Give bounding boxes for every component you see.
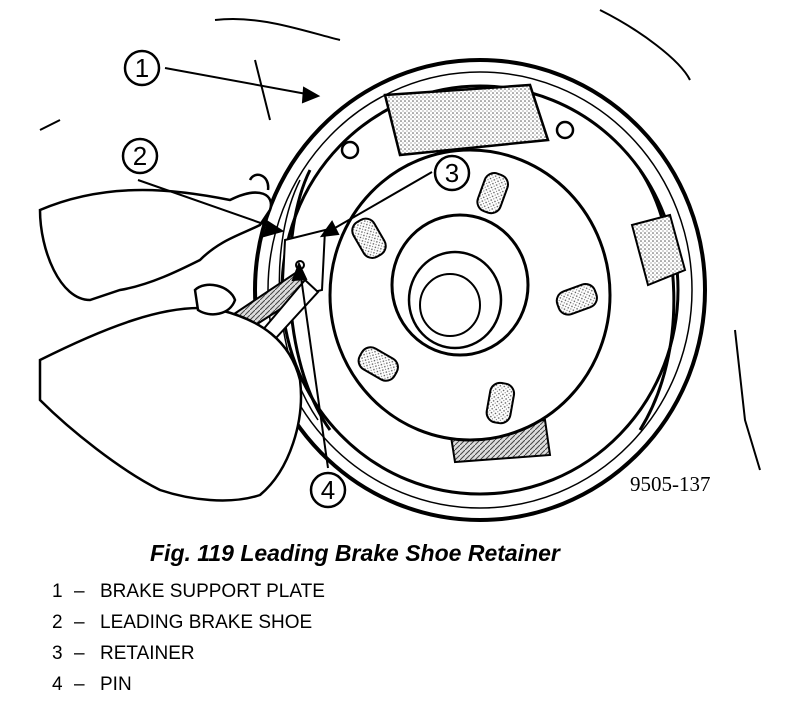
wheel-cylinder <box>340 83 575 160</box>
technician-hands <box>38 173 303 502</box>
legend-dash: – <box>74 643 85 664</box>
legend-number: 3 <box>52 643 63 664</box>
leader-lines <box>137 67 433 469</box>
legend-dash: – <box>74 674 85 695</box>
legend-dash: – <box>74 612 85 633</box>
legend-label: RETAINER <box>100 643 195 664</box>
svg-text:1: 1 <box>135 53 149 83</box>
brake-assembly-illustration: 1 2 3 4 9505-137 <box>38 9 761 522</box>
legend-label: LEADING BRAKE SHOE <box>100 612 313 633</box>
svg-text:3: 3 <box>445 158 459 188</box>
part-code: 9505-137 <box>630 472 711 496</box>
callout-4: 4 <box>309 471 347 509</box>
legend-label: BRAKE SUPPORT PLATE <box>100 581 325 602</box>
legend-label: PIN <box>100 674 132 695</box>
vehicle-body-outline <box>39 9 761 471</box>
hub <box>328 148 612 442</box>
callout-2: 2 <box>121 137 159 175</box>
legend-dash: – <box>74 581 85 602</box>
svg-text:4: 4 <box>321 475 335 505</box>
figure-caption: Fig. 119 Leading Brake Shoe Retainer <box>150 540 560 566</box>
legend-item: 1–BRAKE SUPPORT PLATE <box>52 580 325 611</box>
svg-text:2: 2 <box>133 141 147 171</box>
legend-number: 4 <box>52 674 63 695</box>
legend-number: 1 <box>52 581 63 602</box>
callout-3: 3 <box>433 154 471 192</box>
legend-item: 4–PIN <box>52 673 325 704</box>
callout-1: 1 <box>123 49 161 87</box>
legend: 1–BRAKE SUPPORT PLATE 2–LEADING BRAKE SH… <box>52 580 325 704</box>
wheel-studs <box>351 172 598 425</box>
legend-item: 3–RETAINER <box>52 642 325 673</box>
legend-item: 2–LEADING BRAKE SHOE <box>52 611 325 642</box>
legend-number: 2 <box>52 612 63 633</box>
